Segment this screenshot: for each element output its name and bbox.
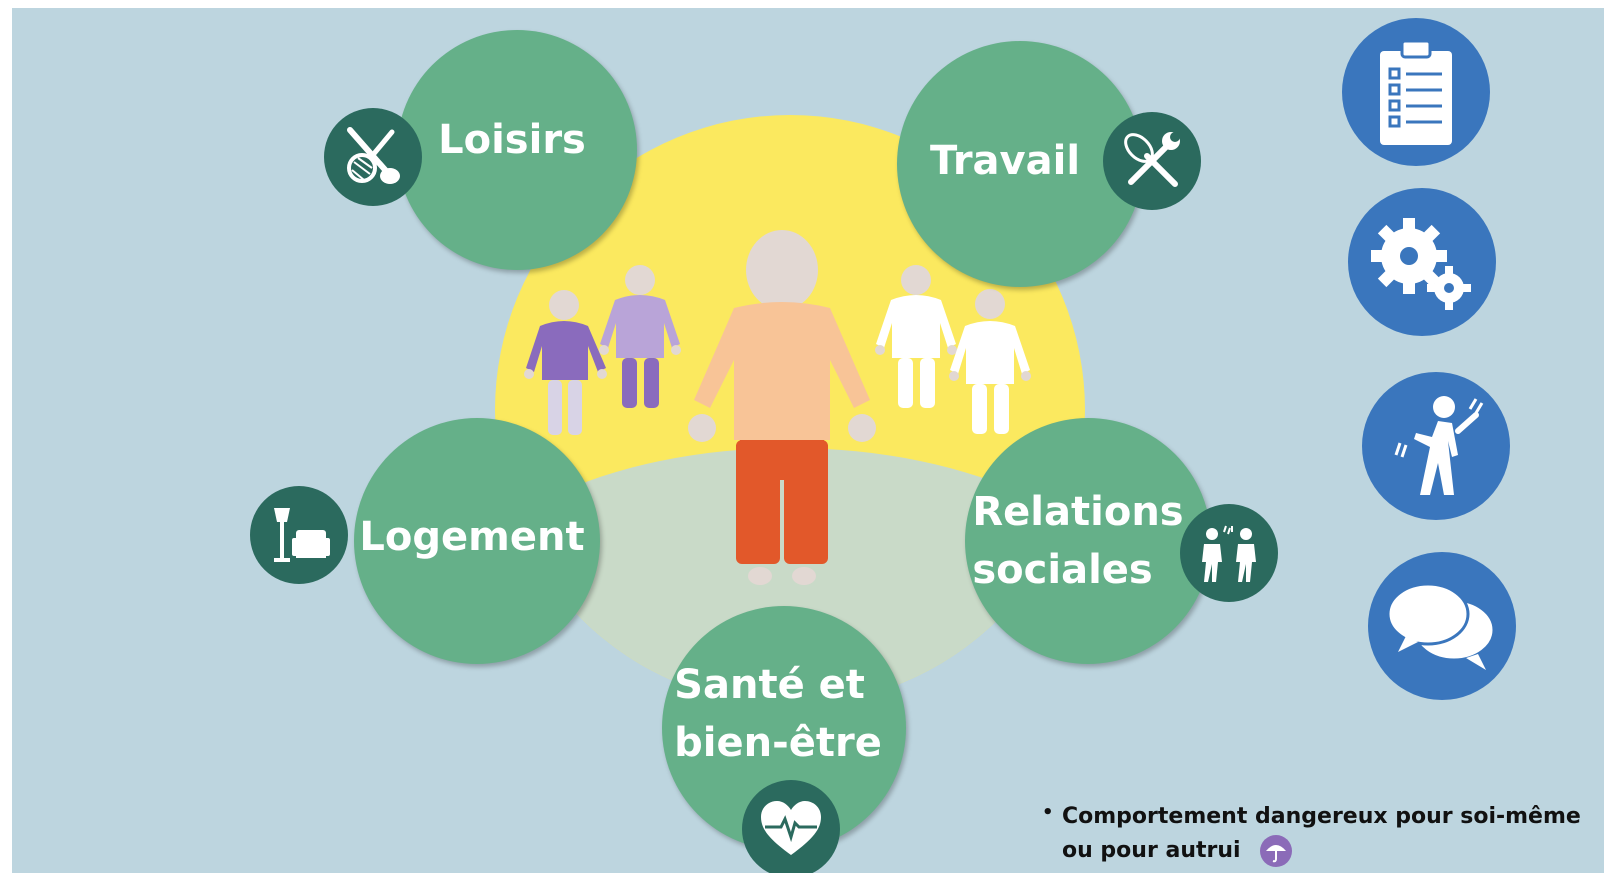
domain-sante-line1: Santé et	[674, 662, 865, 708]
person-center	[688, 230, 876, 585]
person-white-left	[875, 265, 957, 408]
domain-sante-line2: bien-être	[674, 720, 882, 766]
footnote-bullet: •	[1042, 802, 1054, 823]
domain-sante: Santé et bien-être	[662, 606, 906, 850]
person-purple-tall	[599, 265, 681, 408]
domain-sante-label: Santé et bien-être	[674, 656, 882, 772]
domain-travail: Travail	[897, 41, 1143, 287]
whisk-and-wrench-icon	[1103, 112, 1201, 210]
domain-logement-label: Logement	[359, 514, 585, 560]
domain-logement: Logement	[354, 418, 600, 664]
umbrella-icon	[1260, 835, 1293, 867]
footnote: • Comportement dangereux pour soi-même o…	[1042, 800, 1602, 868]
clipboard-checklist-icon[interactable]	[1342, 18, 1490, 166]
speech-bubbles-icon[interactable]	[1368, 552, 1516, 700]
domain-relations-label: Relations sociales	[972, 483, 1183, 599]
person-agitated-icon[interactable]	[1362, 372, 1510, 520]
heart-pulse-icon	[742, 780, 840, 873]
footnote-line2: ou pour autrui	[1062, 838, 1241, 863]
domain-loisirs: Loisirs	[397, 30, 637, 270]
domain-relations-line2: sociales	[972, 547, 1153, 593]
domain-loisirs-label: Loisirs	[438, 117, 586, 163]
gears-icon[interactable]	[1348, 188, 1496, 336]
domain-relations-line1: Relations	[972, 489, 1184, 535]
person-white-right	[949, 289, 1031, 434]
tennis-racket-and-guitar-icon	[324, 108, 422, 206]
domain-relations-sociales: Relations sociales	[965, 418, 1211, 664]
domain-travail-label: Travail	[929, 138, 1081, 184]
diagram-canvas: Loisirs Travail Logement Relations socia…	[12, 8, 1604, 873]
person-purple-small	[524, 290, 607, 435]
footnote-line2-row: ou pour autrui	[1062, 834, 1602, 868]
footnote-line1: Comportement dangereux pour soi-même	[1062, 804, 1581, 829]
two-people-talking-icon	[1180, 504, 1278, 602]
lamp-and-armchair-icon	[250, 486, 348, 584]
